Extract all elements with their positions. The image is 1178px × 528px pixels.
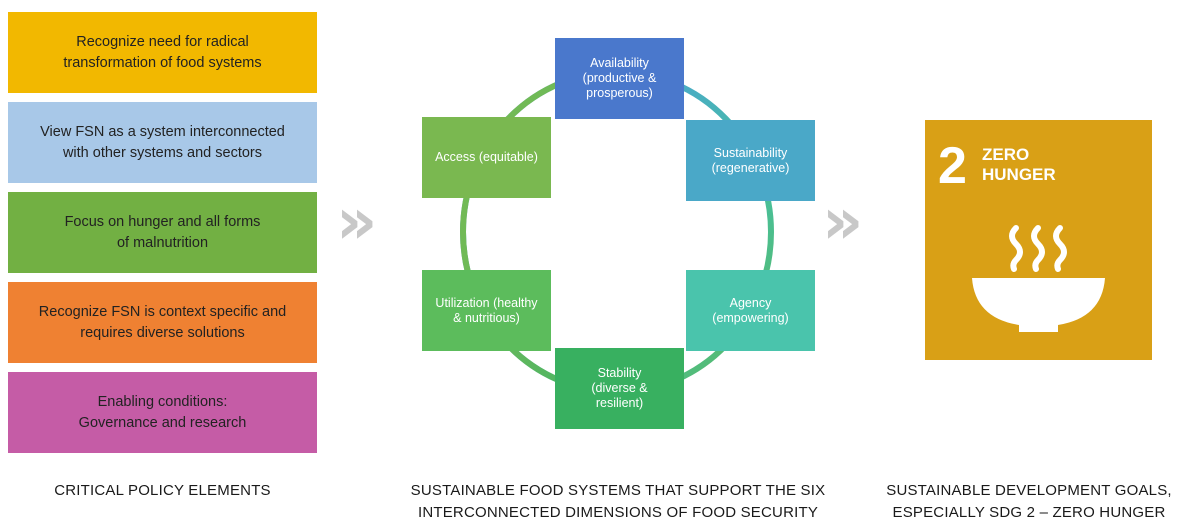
dimension-sustainability: Sustainability (regenerative) (686, 120, 815, 201)
chevron-right-icon-right: » (822, 185, 864, 259)
policy-element-interconnected-system: View FSN as a system interconnected with… (8, 102, 317, 183)
policy-element-radical-transformation: Recognize need for radical transformatio… (8, 12, 317, 93)
sdg-number: 2 (938, 137, 967, 195)
dimension-availability: Availability (productive & prosperous) (555, 38, 684, 119)
policy-element-enabling-conditions: Enabling conditions: Governance and rese… (8, 372, 317, 453)
policy-element-hunger-malnutrition: Focus on hunger and all forms of malnutr… (8, 192, 317, 273)
sdg-caption: SUSTAINABLE DEVELOPMENT GOALS, ESPECIALL… (886, 482, 1172, 521)
dimension-utilization: Utilization (healthy & nutritious) (422, 270, 551, 351)
dimension-agency: Agency (empowering) (686, 270, 815, 351)
bowl-icon (972, 225, 1105, 332)
policy-element-context-specific: Recognize FSN is context specific and re… (8, 282, 317, 363)
dimension-stability: Stability (diverse & resilient) (555, 348, 684, 429)
ring-path-left (460, 69, 618, 395)
dimensions-caption: SUSTAINABLE FOOD SYSTEMS THAT SUPPORT TH… (410, 482, 826, 521)
chevron-right-icon-left: » (336, 185, 378, 259)
sdg2-tile: 2 ZERO HUNGER (925, 120, 1152, 360)
policy-caption: CRITICAL POLICY ELEMENTS (54, 482, 271, 499)
dimension-access: Access (equitable) (422, 117, 551, 198)
sdg-title: ZERO HUNGER (982, 145, 1056, 184)
